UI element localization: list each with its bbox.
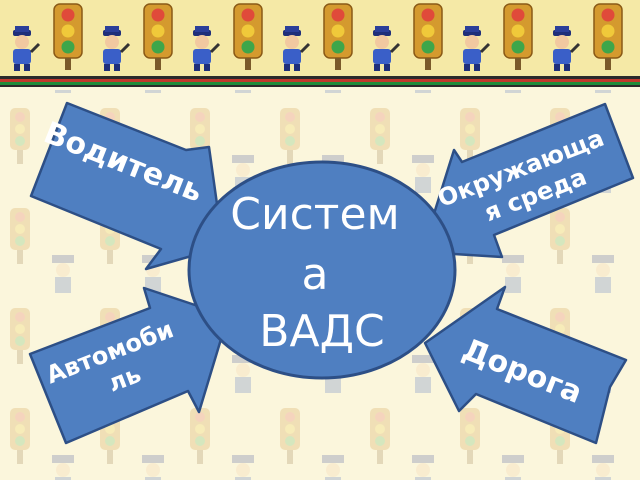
traffic-officer-icon: [283, 26, 311, 71]
traffic-officer-icon: [373, 26, 401, 71]
traffic-officer-icon: [103, 26, 131, 71]
arrow-environment: Окружающа я среда: [420, 102, 635, 259]
stripe-dark-2: [0, 85, 640, 87]
center-label-line-3: ВАДС: [259, 306, 384, 357]
traffic-light-icon: [503, 3, 533, 70]
traffic-officer-icon: [553, 26, 581, 71]
stripe-dark: [0, 76, 640, 79]
arrow-road: Дорога: [423, 285, 628, 445]
top-decor-icons: [13, 3, 623, 71]
top-decor-band: [0, 0, 640, 87]
traffic-officer-icon: [13, 26, 41, 71]
stripe-green: [0, 82, 640, 85]
traffic-light-icon: [413, 3, 443, 70]
traffic-light-icon: [233, 3, 263, 70]
center-label-line-1: Систем: [230, 189, 399, 240]
traffic-light-icon: [323, 3, 353, 70]
svg-text:Систем а ВАДС: Систем а ВАДС: [230, 189, 413, 357]
traffic-light-icon: [53, 3, 83, 70]
center-system: Систем а ВАДС: [187, 160, 457, 380]
center-label-line-2: а: [302, 249, 329, 300]
traffic-light-icon: [143, 3, 173, 70]
traffic-officer-icon: [193, 26, 221, 71]
stripe-red: [0, 79, 640, 82]
traffic-light-icon: [593, 3, 623, 70]
traffic-officer-icon: [463, 26, 491, 71]
